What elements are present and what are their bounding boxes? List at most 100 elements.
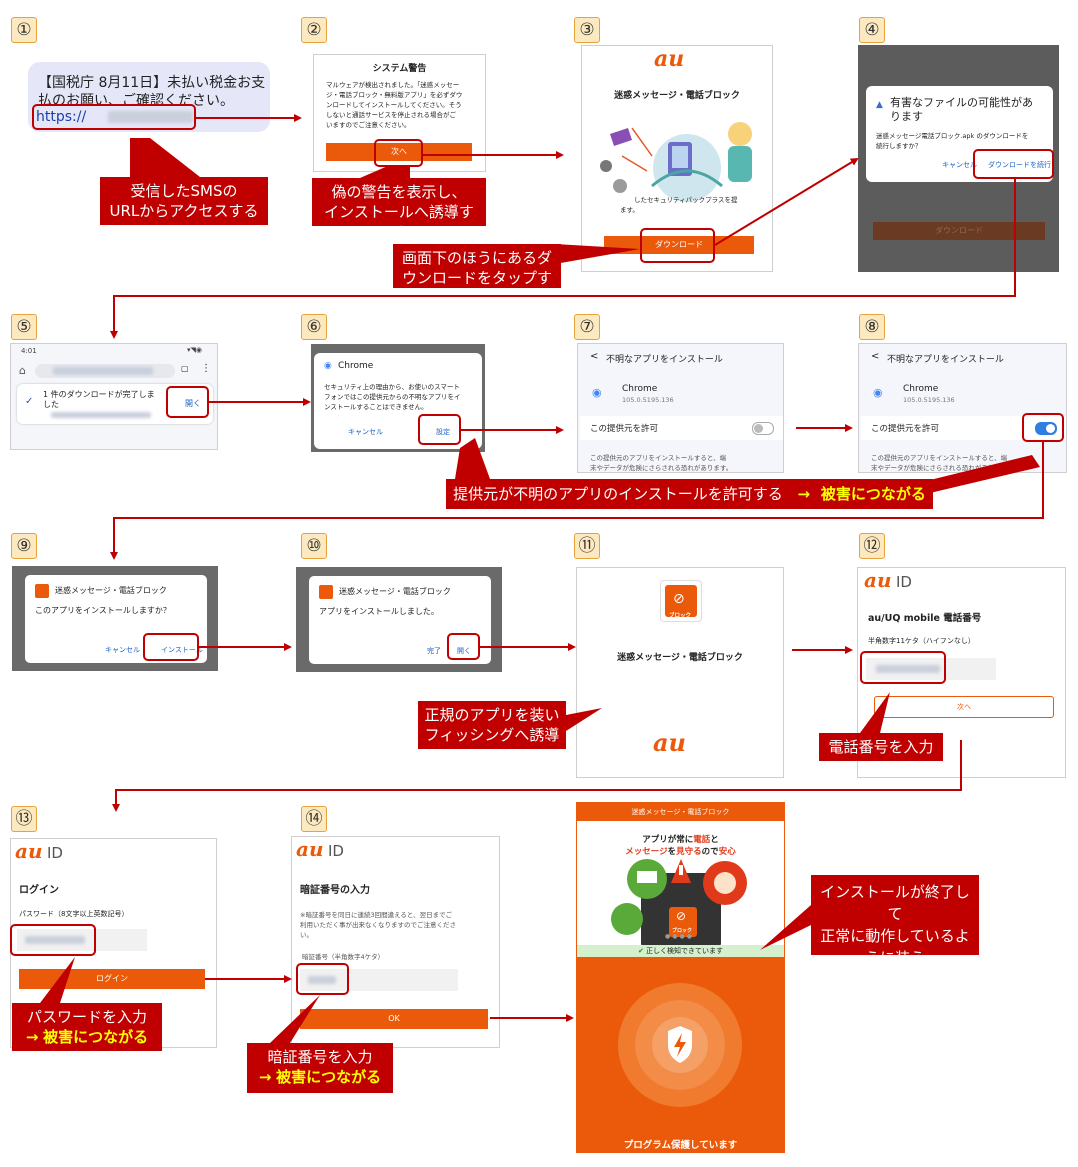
highlight-phone (860, 651, 946, 684)
step-number-8: ⑧ (859, 314, 885, 340)
pin-note-3: い。 (300, 931, 313, 939)
install-button[interactable]: インストール (161, 646, 203, 654)
callout-warning-line2: インストールへ誘導する (324, 203, 474, 241)
download-done-text-1: 1 件のダウンロードが完了しま (43, 390, 155, 399)
highlight-download (640, 228, 715, 263)
next-button[interactable]: 次へ (874, 696, 1054, 718)
promo-2a: メッセージ (625, 847, 668, 857)
status-icons: ▾◥◉ (187, 346, 203, 354)
app-icon (35, 584, 49, 598)
continue-download-button[interactable]: ダウンロードを続行 (988, 161, 1051, 169)
callout-fake-warning: 偽の警告を表示し、 インストールへ誘導する (312, 178, 486, 241)
callout-password: パスワードを入力 → 被害につながる (12, 1003, 162, 1051)
chrome-version: 105.0.5195.136 (622, 396, 674, 404)
flow-connectors (110, 114, 1044, 1022)
promo-illustration (577, 859, 784, 949)
promo-2e: 安心 (718, 847, 736, 857)
promo-line-1: アプリが常に電話と (577, 833, 784, 845)
back-arrow-icon[interactable]: < (590, 351, 599, 362)
chrome-block-text-1: セキュリティ上の理由から、お使いのスマート (324, 383, 460, 391)
callout-sms-line2: URLからアクセスする (109, 202, 259, 220)
allow-row[interactable]: この提供元を許可 (580, 416, 783, 440)
screen-install-done: 迷惑メッセージ・電話ブロック アプリをインストールしました。 完了 開く (296, 567, 502, 672)
allow-row[interactable]: この提供元を許可 (861, 416, 1066, 440)
callout-running-line2: 正常に動作しているよ (820, 927, 970, 945)
password-input[interactable] (17, 929, 147, 951)
harmful-dialog: ▲ 有害なファイルの可能性があ ります 迷惑メッセージ電話ブロック.apk のダ… (866, 86, 1053, 182)
install-done-title: 迷惑メッセージ・電話ブロック (339, 587, 451, 596)
install-question: このアプリをインストールしますか？ (35, 606, 171, 615)
chrome-block-dialog: ◉ Chrome セキュリティ上の理由から、お使いのスマート フォンではこの提供… (314, 353, 482, 449)
password-hint: パスワード（8文字以上英数記号） (19, 910, 129, 918)
warning-body-1: マルウェアが検出されました。「迷惑メッセー (326, 81, 460, 89)
ok-button[interactable]: OK (300, 1009, 488, 1029)
pin-note-2: 利用いただく事が出来なくなりますのでご注意くださ (300, 921, 456, 929)
highlight-continue (973, 149, 1054, 179)
cancel-button[interactable]: キャンセル (942, 161, 977, 169)
screen-unknown-apps-on: < 不明なアプリをインストール ◉ Chrome 105.0.5195.136 … (858, 343, 1067, 473)
status-time: 4:01 (21, 347, 37, 355)
login-title: ログイン (19, 885, 59, 896)
pin-input[interactable] (300, 969, 458, 991)
app-icon-label: ブロック (672, 928, 693, 934)
check-icon: ✔ (637, 947, 644, 955)
unknown-apps-header: 不明なアプリをインストール (606, 355, 723, 365)
cancel-button[interactable]: キャンセル (105, 646, 140, 654)
phone-input[interactable] (866, 658, 996, 680)
done-button[interactable]: 完了 (427, 647, 441, 655)
chrome-icon: ◉ (592, 386, 602, 399)
sms-url[interactable]: https:// (36, 109, 87, 125)
highlight-open-app (447, 633, 480, 660)
block-icon: ⊘ (673, 591, 685, 607)
app-page-text-2: ます。 (620, 206, 639, 214)
chrome-version: 105.0.5195.136 (903, 396, 955, 404)
open-button[interactable]: 開く (457, 647, 471, 655)
callout-phone: 電話番号を入力 (819, 733, 943, 761)
settings-button[interactable]: 設定 (436, 428, 450, 436)
app-icon-label: ブロック (669, 613, 692, 619)
allow-source-toggle-off[interactable] (752, 422, 774, 435)
app-illustration (592, 116, 764, 208)
allow-source-label: この提供元を許可 (871, 424, 940, 434)
download-done-icon: ✓ (25, 396, 34, 407)
cancel-button[interactable]: キャンセル (348, 428, 383, 436)
warning-note-2: 末やデータが危険にさらされる恐れがあります。 (590, 464, 733, 472)
chrome-icon: ◉ (324, 361, 332, 371)
highlight-password (10, 924, 96, 956)
step-number-1: ① (11, 17, 37, 43)
back-arrow-icon[interactable]: < (871, 351, 880, 362)
next-button[interactable]: 次へ (326, 143, 472, 161)
highlight-pin (296, 963, 349, 995)
highlight-install (143, 633, 199, 661)
warning-note-1: この提供元のアプリをインストールすると、端 (590, 454, 727, 462)
warning-icon: ▲ (876, 100, 883, 110)
callout-allow-unknown: 提供元が不明のアプリのインストールを許可する → 被害につながる (446, 479, 933, 509)
callout-sms-line1: 受信したSMSの (130, 182, 238, 200)
download-card: ✓ 1 件のダウンロードが完了しま した 開く (17, 384, 213, 424)
warning-title: システム警告 (372, 64, 427, 74)
sms-text-line1: 【国税庁 8月11日】未払い税金お支 (38, 75, 266, 91)
menu-icon[interactable]: ⋮ (201, 363, 211, 374)
tabs-icon[interactable]: ▢ (181, 364, 189, 373)
screen-unknown-apps-off: < 不明なアプリをインストール ◉ Chrome 105.0.5195.136 … (577, 343, 784, 473)
open-button[interactable]: 開く (185, 399, 201, 408)
home-icon[interactable]: ⌂ (19, 364, 26, 377)
callout-running-line1: インストールが終了して (820, 883, 970, 923)
chrome-app-name: Chrome (622, 384, 658, 394)
callout-pointers (40, 138, 1040, 1043)
allow-source-toggle-on[interactable] (1035, 422, 1057, 435)
step-number-3: ③ (574, 17, 600, 43)
screen-fake-app-splash: ⊘ ブロック 迷惑メッセージ・電話ブロック au (576, 567, 784, 778)
au-logo: au (864, 568, 892, 592)
au-logo: au (653, 728, 686, 757)
screen-install-prompt: 迷惑メッセージ・電話ブロック このアプリをインストールしますか？ キャンセル イ… (12, 566, 218, 671)
callout-download-line2: ウンロードをタップする (401, 269, 552, 307)
step-number-14: ⑭ (301, 806, 327, 832)
warning-body-2: ジ・電話ブロック・無料版アプリ」を必ずダウ (326, 91, 463, 99)
address-bar[interactable] (35, 364, 175, 378)
callout-allow-text: 提供元が不明のアプリのインストールを許可する (453, 485, 783, 503)
allow-source-label: この提供元を許可 (590, 424, 659, 434)
page-dots: ●●●● (665, 933, 694, 940)
step-number-13: ⑬ (11, 806, 37, 832)
au-id-label: ID (896, 573, 912, 591)
